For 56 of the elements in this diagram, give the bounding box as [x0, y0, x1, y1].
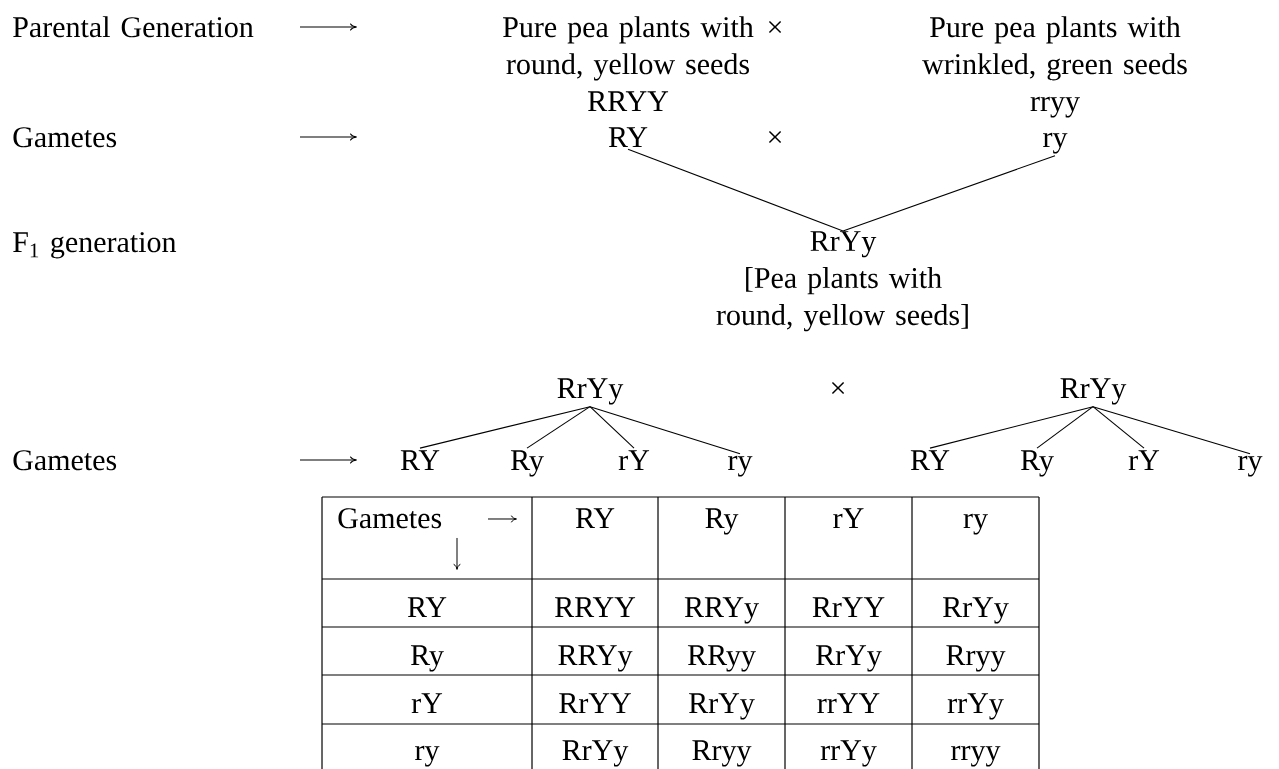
- genotype: RrYy: [562, 740, 629, 767]
- cross-sign: ×: [768, 130, 782, 144]
- gamete-label: Ry: [410, 645, 444, 672]
- branch-line: [842, 155, 1056, 232]
- gamete: ry: [1238, 455, 1263, 477]
- parent-description: Pure pea plants with round, yellow seeds RRYY: [503, 16, 754, 111]
- gamete-label: rY: [833, 508, 864, 528]
- gamete: rY: [1128, 450, 1160, 470]
- branch-line: [419, 406, 591, 449]
- genotype: RRYY: [555, 597, 636, 617]
- genotype: rrYy: [947, 693, 1004, 720]
- gamete: Ry: [1020, 450, 1054, 477]
- branch-line: [1036, 406, 1094, 449]
- gamete-label: Ry: [705, 508, 739, 535]
- gamete: RY: [910, 450, 950, 470]
- gamete-label: ry: [963, 513, 988, 535]
- genotype: Rryy: [692, 740, 752, 767]
- branch-line: [1092, 406, 1251, 455]
- gamete: ry: [1043, 132, 1068, 154]
- gamete-label: RY: [407, 597, 447, 617]
- gamete: RY: [608, 127, 648, 147]
- branch-line: [929, 406, 1094, 449]
- cross-sign: ×: [831, 381, 845, 395]
- gamete-label: rY: [411, 693, 443, 713]
- branch-line: [589, 406, 741, 455]
- genotype: RrYy: [1060, 378, 1127, 405]
- generation-label: Parental Generation: [13, 16, 254, 38]
- genotype: RrYY: [812, 597, 885, 617]
- gamete: rY: [618, 450, 650, 470]
- gamete: Ry: [510, 450, 544, 477]
- genotype: RrYy: [557, 378, 624, 405]
- header-text: Gametes: [338, 508, 442, 529]
- branch-line: [526, 406, 591, 449]
- gamete-label: ry: [415, 745, 440, 767]
- genotype: rrYy: [820, 740, 877, 767]
- branch-line: [1092, 406, 1145, 449]
- genotype: RRYy: [558, 645, 633, 672]
- gamete-label: RY: [575, 508, 615, 528]
- genotype: rrYY: [817, 693, 880, 713]
- gamete: ry: [728, 455, 753, 477]
- offspring-description: RrYy [Pea plants with round, yellow seeds]: [716, 231, 968, 332]
- gamete: RY: [400, 450, 440, 470]
- generation-label: F$_{1}$ generation: [13, 232, 177, 259]
- cross-sign: ×: [768, 20, 782, 34]
- genotype: RRyy: [687, 645, 756, 672]
- generation-label: Gametes: [13, 127, 117, 148]
- branch-line: [627, 148, 844, 232]
- genotype: RrYy: [943, 597, 1009, 624]
- genotype: Rryy: [946, 645, 1006, 672]
- genotype: RRYy: [684, 597, 759, 624]
- genotype: RrYy: [816, 645, 882, 672]
- genotype: rryy: [951, 745, 1001, 767]
- generation-label: Gametes: [13, 450, 117, 471]
- branch-line: [589, 406, 635, 449]
- genotype: RrYy: [689, 693, 755, 720]
- genotype: RrYY: [559, 693, 631, 713]
